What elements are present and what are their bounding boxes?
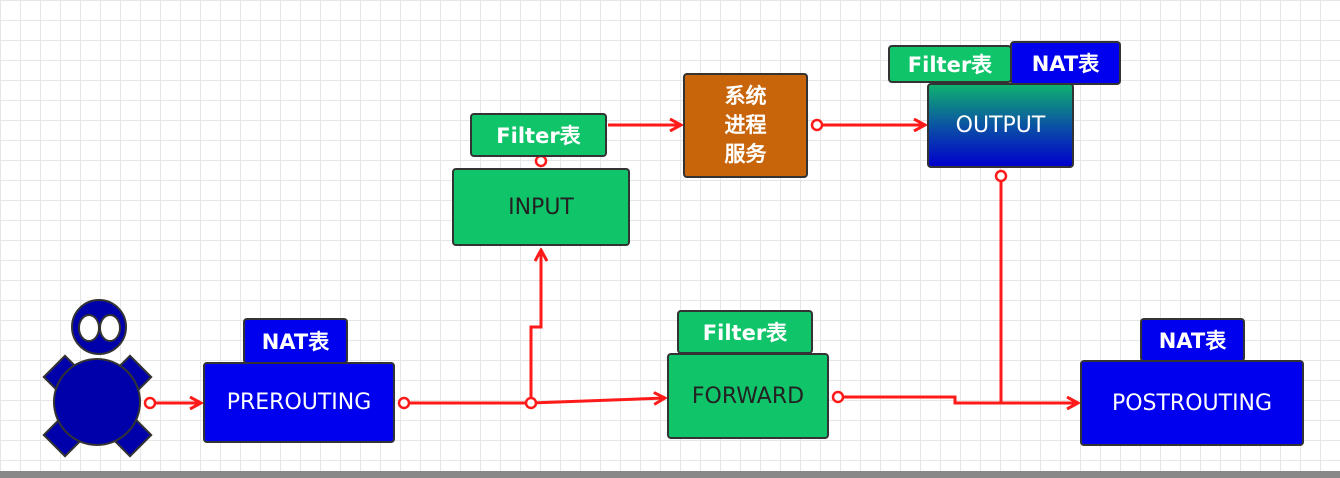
prerouting-nat-tag: NAT表: [243, 318, 348, 364]
process-line: 系统: [724, 84, 767, 108]
turtle-icon: [42, 299, 153, 458]
output-filter-tag: Filter表: [888, 45, 1012, 83]
bottom-border: [0, 471, 1340, 478]
process-line: 服务: [724, 142, 767, 166]
system-process-box[interactable]: 系统 进程 服务: [683, 73, 808, 178]
output-nat-tag: NAT表: [1010, 41, 1121, 85]
arrows: [155, 125, 1078, 403]
postrouting-chain[interactable]: POSTROUTING: [1080, 360, 1304, 446]
input-chain[interactable]: INPUT: [452, 168, 630, 246]
output-chain[interactable]: OUTPUT: [927, 83, 1074, 168]
process-line: 进程: [724, 113, 767, 137]
input-filter-tag: Filter表: [470, 113, 607, 157]
forward-filter-tag: Filter表: [677, 310, 813, 354]
postrouting-nat-tag: NAT表: [1140, 318, 1245, 362]
prerouting-chain[interactable]: PREROUTING: [203, 362, 395, 443]
forward-chain[interactable]: FORWARD: [667, 353, 829, 439]
